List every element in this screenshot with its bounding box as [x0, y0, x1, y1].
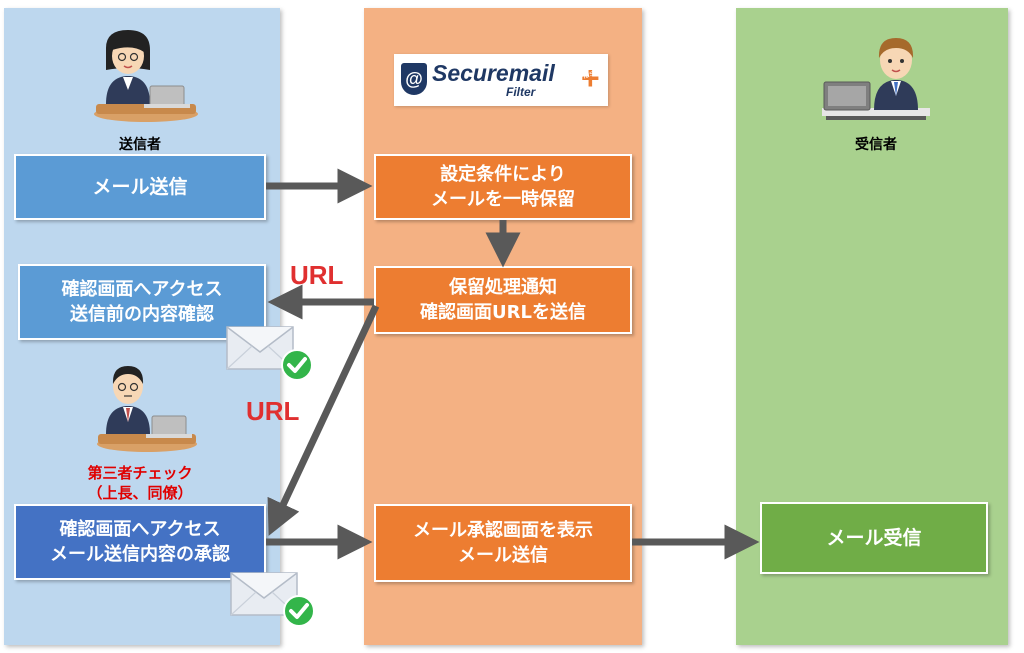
logo-name: Securemail	[432, 60, 555, 86]
arrow-icon	[267, 304, 380, 536]
hold-box: 設定条件により メールを一時保留	[374, 154, 632, 220]
checkmark-icon	[283, 595, 315, 627]
url-label-third-party: URL	[246, 396, 300, 426]
receiver-label: 受信者	[855, 137, 897, 153]
receive-box: メール受信	[760, 502, 988, 574]
approve-display-box: メール承認画面を表示 メール送信	[374, 504, 632, 582]
at-shield-icon: @	[401, 63, 427, 95]
confirm-access-box: 確認画面へアクセス 送信前の内容確認	[18, 264, 266, 340]
third-party-sub: （上長、同僚）	[87, 484, 193, 502]
person-woman-laptop-icon	[94, 30, 198, 122]
checkmark-icon	[281, 349, 313, 381]
person-man-laptop-icon	[822, 38, 930, 120]
mail-send-box: メール送信	[14, 154, 266, 220]
logo-sub: Filter	[506, 85, 536, 99]
person-boss-laptop-icon	[97, 366, 197, 452]
plus-icon: +	[581, 60, 600, 96]
approve-access-box: 確認画面へアクセス メール送信内容の承認	[14, 504, 266, 580]
securemail-filter-logo: @ Securemail Filter + Plus	[394, 54, 608, 106]
notify-box: 保留処理通知 確認画面URLを送信	[374, 266, 632, 334]
third-party-title: 第三者チェック	[87, 464, 193, 482]
sender-label: 送信者	[119, 137, 161, 153]
